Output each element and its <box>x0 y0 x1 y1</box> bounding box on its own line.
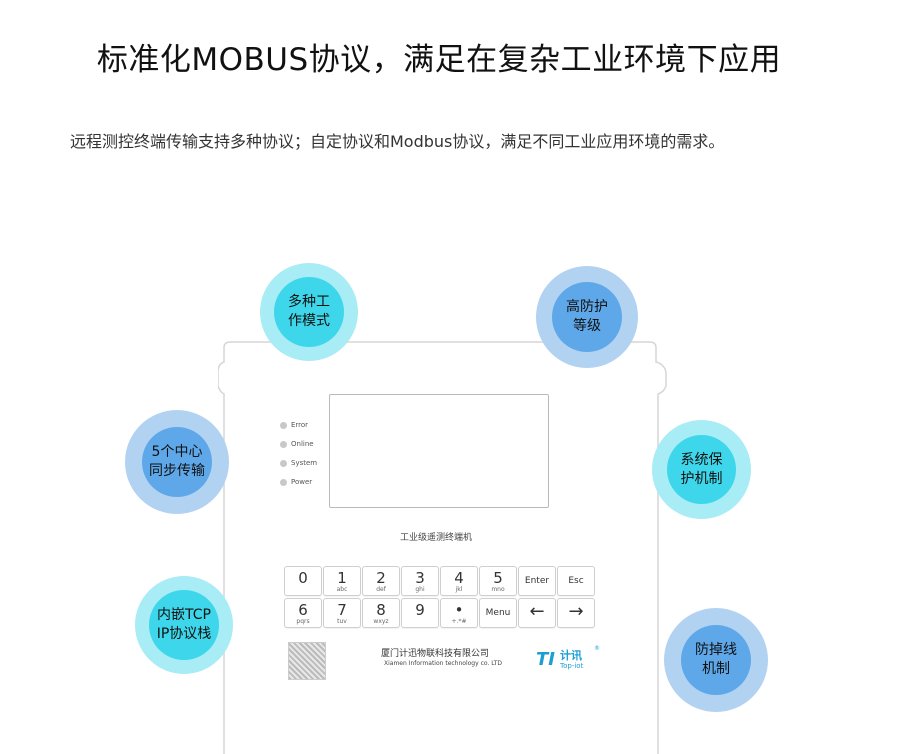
feature-anti-disconnect-label: 防掉线 机制 <box>695 642 737 677</box>
feature-anti-disconnect: 防掉线 机制 <box>664 608 768 712</box>
brand-logo-mark: TI <box>536 649 555 670</box>
led-label-power: Power <box>291 478 313 486</box>
feature-5-center-sync-label: 5个中心 同步传输 <box>149 444 205 479</box>
key-2-main: 2 <box>376 569 386 587</box>
key-left[interactable]: ← <box>518 598 556 628</box>
key-symbol[interactable]: •+.*# <box>440 598 478 628</box>
led-online-icon <box>280 441 287 448</box>
led-power-icon <box>280 479 287 486</box>
key-symbol-sub: +.*# <box>451 618 467 625</box>
key-9[interactable]: 9 <box>401 598 439 628</box>
key-enter-label: Enter <box>524 576 550 586</box>
arrow-right-icon: → <box>568 601 584 622</box>
key-menu[interactable]: Menu <box>479 598 517 628</box>
page-subtitle: 远程测控终端传输支持多种协议；自定协议和Modbus协议，满足不同工业应用环境的… <box>70 132 725 151</box>
key-8-main: 8 <box>376 601 386 619</box>
key-esc[interactable]: Esc <box>557 566 595 596</box>
key-1-sub: abc <box>336 586 348 593</box>
arrow-left-icon: ← <box>529 601 545 622</box>
led-error-icon <box>280 422 287 429</box>
led-system-icon <box>280 460 287 467</box>
key-9-main: 9 <box>415 601 425 619</box>
key-5-sub: mno <box>491 586 505 593</box>
brand-logo-en: Top-iot <box>560 662 584 670</box>
feature-system-protection: 系统保 护机制 <box>652 420 751 519</box>
company-name-cn: 厦门计迅物联科技有限公司 <box>381 649 490 659</box>
registered-mark-icon: ® <box>594 645 600 652</box>
key-right[interactable]: → <box>557 598 595 628</box>
key-esc-label: Esc <box>568 576 584 586</box>
key-6-sub: pqrs <box>296 618 310 625</box>
feature-multi-mode: 多种工 作模式 <box>260 263 358 361</box>
page-title: 标准化MOBUS协议，满足在复杂工业环境下应用 <box>96 42 782 78</box>
key-0[interactable]: 0 <box>284 566 322 596</box>
feature-5-center-sync: 5个中心 同步传输 <box>125 410 229 514</box>
company-name-en: Xiamen Information technology co. LTD <box>384 660 503 667</box>
key-1-main: 1 <box>337 569 347 587</box>
key-5-main: 5 <box>493 569 503 587</box>
key-8-sub: wxyz <box>373 618 389 625</box>
feature-multi-mode-label: 多种工 作模式 <box>288 294 330 329</box>
device-outline <box>218 341 667 754</box>
key-7-main: 7 <box>337 601 347 619</box>
key-symbol-main: • <box>454 601 464 619</box>
brand-logo: TI 计讯 Top-iot ® <box>536 645 606 677</box>
feature-tcpip-stack-label: 内嵌TCP IP协议栈 <box>156 607 212 642</box>
device-screen <box>329 394 549 508</box>
key-6-main: 6 <box>298 601 308 619</box>
key-3-main: 3 <box>415 569 425 587</box>
device-model-label: 工业级遥测终端机 <box>400 533 473 543</box>
key-4-main: 4 <box>454 569 464 587</box>
feature-high-protection-label: 高防护 等级 <box>566 299 608 334</box>
key-0-main: 0 <box>298 569 308 587</box>
key-menu-label: Menu <box>485 608 511 618</box>
key-enter[interactable]: Enter <box>518 566 556 596</box>
feature-tcpip-stack: 内嵌TCP IP协议栈 <box>135 576 233 674</box>
key-2-sub: def <box>376 586 386 593</box>
feature-high-protection: 高防护 等级 <box>536 266 638 368</box>
led-label-system: System <box>291 459 318 467</box>
feature-system-protection-label: 系统保 护机制 <box>680 451 723 487</box>
key-4-sub: jkl <box>455 586 463 593</box>
qr-code-icon <box>288 642 326 680</box>
led-label-error: Error <box>291 421 309 429</box>
key-7-sub: tuv <box>337 618 347 625</box>
key-3-sub: ghi <box>415 586 425 593</box>
brand-logo-cn: 计讯 <box>560 649 582 662</box>
led-label-online: Online <box>291 440 314 448</box>
